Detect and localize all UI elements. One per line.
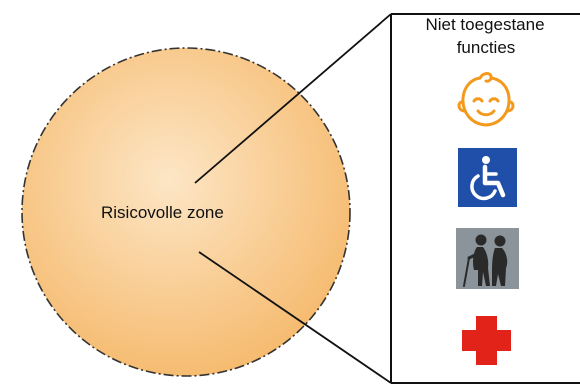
connector-line-bottom bbox=[198, 251, 392, 384]
functions-panel-frame bbox=[390, 13, 580, 384]
panel-title-line1: Niet toegestane bbox=[425, 15, 544, 34]
panel-title-line2: functies bbox=[457, 38, 516, 57]
wheelchair-icon bbox=[458, 148, 517, 207]
elderly-couple-icon bbox=[456, 228, 519, 289]
baby-face-icon bbox=[457, 72, 515, 127]
red-cross-icon bbox=[462, 316, 511, 365]
connector-line-top bbox=[194, 13, 392, 184]
risk-zone-circle bbox=[21, 47, 351, 377]
risk-zone-label: Risicovolle zone bbox=[101, 203, 224, 222]
